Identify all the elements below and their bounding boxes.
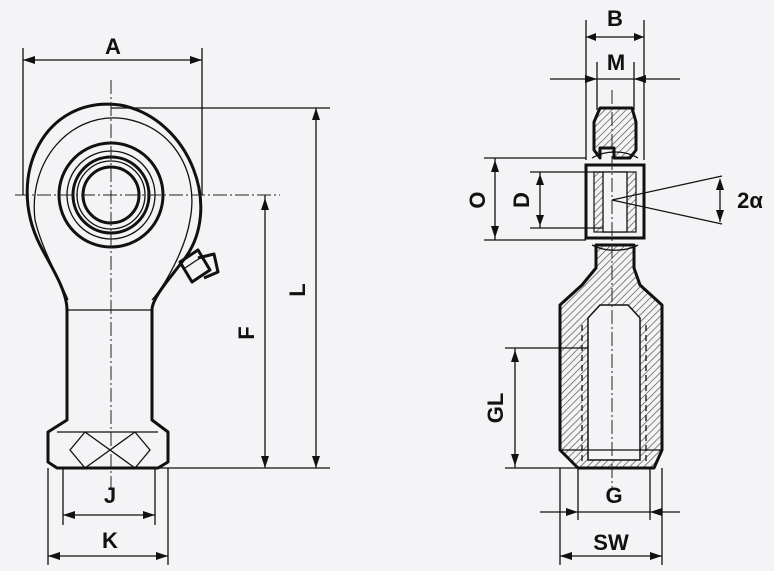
dimension-F	[261, 195, 269, 468]
label-SW: SW	[593, 530, 629, 555]
angle-line-upper	[611, 175, 723, 201]
dimension-M	[550, 62, 680, 110]
dimension-L	[111, 107, 330, 469]
section-body-hatched	[592, 106, 638, 160]
front-view: A L F J	[15, 34, 330, 565]
label-G: G	[605, 483, 622, 508]
label-D: D	[509, 192, 534, 208]
dimension-D	[530, 171, 603, 229]
label-F: F	[234, 326, 259, 339]
label-B: B	[607, 6, 623, 31]
dimension-J	[62, 468, 156, 525]
label-J: J	[104, 483, 116, 508]
label-K: K	[102, 528, 118, 553]
grease-nipple-icon	[178, 248, 220, 284]
threaded-bore	[587, 304, 641, 461]
angle-line-lower	[611, 199, 723, 225]
label-O: O	[465, 191, 490, 208]
label-A: A	[105, 34, 121, 59]
hex-flats	[69, 431, 151, 469]
label-L: L	[285, 283, 310, 296]
label-GL: GL	[483, 393, 508, 424]
label-M: M	[607, 50, 625, 75]
dimension-G	[540, 468, 680, 520]
dimension-K	[47, 468, 169, 565]
rod-end-body-outline	[25, 102, 203, 470]
ball-race	[591, 151, 639, 251]
dimension-A	[22, 48, 203, 195]
dimension-GL	[505, 347, 588, 469]
side-section-view: B M O D 2α	[465, 6, 763, 565]
label-2alpha: 2α	[737, 188, 763, 213]
dimension-SW	[559, 468, 663, 565]
dimension-B	[585, 20, 645, 160]
dimension-O	[484, 157, 586, 241]
eye-inner-outline	[33, 117, 193, 301]
